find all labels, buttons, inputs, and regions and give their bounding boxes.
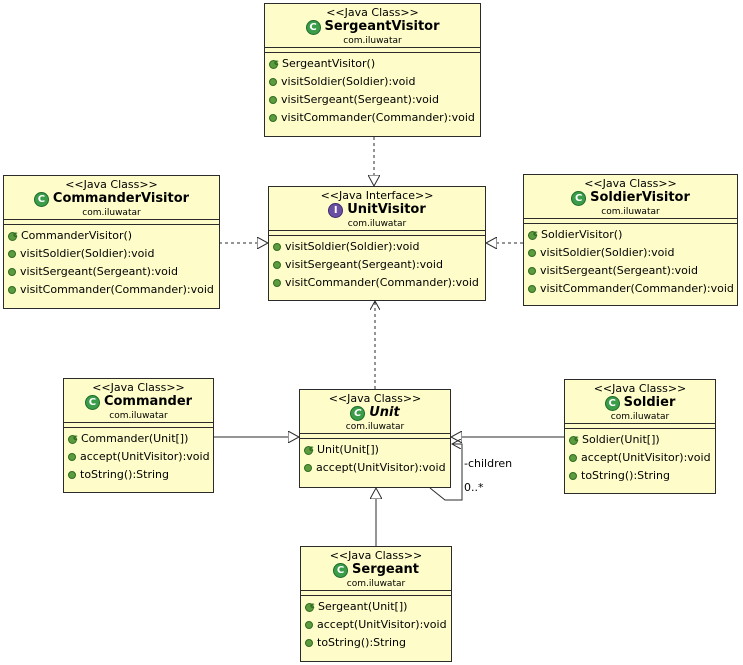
class-name: C Sergeant xyxy=(301,562,451,578)
public-method-icon xyxy=(269,114,277,122)
stereotype: <<Java Class>> xyxy=(328,392,422,405)
method: visitCommander(Commander):void xyxy=(528,280,737,298)
public-method-icon xyxy=(68,471,76,479)
class-name: C Soldier xyxy=(565,395,715,411)
package-name: com.iluwatar xyxy=(346,579,406,589)
stereotype: <<Java Interface>> xyxy=(320,189,434,202)
class-name: C SergeantVisitor xyxy=(265,19,480,35)
class-icon: C xyxy=(84,394,100,410)
soldier-class[interactable]: <<Java Class>> C Soldier com.iluwatar So… xyxy=(564,379,716,494)
association-role-label: -children xyxy=(464,457,513,470)
constructor-icon xyxy=(305,597,315,615)
public-method-icon xyxy=(8,268,16,276)
constructor-icon xyxy=(528,225,538,243)
stereotype: <<Java Class>> xyxy=(593,382,687,395)
method: visitSergeant(Sergeant):void xyxy=(273,256,485,274)
public-method-icon xyxy=(304,464,312,472)
class-name: C Unit xyxy=(300,405,450,421)
sergeant-visitor-class[interactable]: <<Java Class>> C SergeantVisitor com.ilu… xyxy=(264,3,481,137)
public-method-icon xyxy=(305,621,313,629)
class-icon: C xyxy=(571,190,587,206)
interface-name: I UnitVisitor xyxy=(269,202,485,218)
class-icon: C xyxy=(33,191,49,207)
method: visitSoldier(Soldier):void xyxy=(528,244,737,262)
class-name: C SoldierVisitor xyxy=(524,190,737,206)
package-name: com.iluwatar xyxy=(610,412,670,422)
method: visitSergeant(Sergeant):void xyxy=(528,262,737,280)
stereotype: <<Java Class>> xyxy=(65,178,158,191)
public-method-icon xyxy=(269,96,277,104)
method: accept(UnitVisitor):void xyxy=(304,459,450,477)
stereotype: <<Java Class>> xyxy=(584,177,677,190)
sergeant-class[interactable]: <<Java Class>> C Sergeant com.iluwatar S… xyxy=(300,546,452,662)
constructor: SoldierVisitor() xyxy=(528,225,737,244)
constructor: Unit(Unit[]) xyxy=(304,440,450,459)
public-method-icon xyxy=(528,267,536,275)
class-icon: C xyxy=(305,19,321,35)
method: visitSergeant(Sergeant):void xyxy=(8,263,219,281)
package-name: com.iluwatar xyxy=(343,36,402,46)
commander-visitor-class[interactable]: <<Java Class>> C CommanderVisitor com.il… xyxy=(3,175,220,309)
interface-icon: I xyxy=(328,202,344,218)
stereotype: <<Java Class>> xyxy=(326,6,419,19)
public-method-icon xyxy=(8,250,16,258)
package-name: com.iluwatar xyxy=(82,208,141,218)
class-icon: C xyxy=(333,562,349,578)
unit-visitor-interface[interactable]: <<Java Interface>> I UnitVisitor com.ilu… xyxy=(268,186,486,301)
method: toString():String xyxy=(305,634,451,652)
constructor-icon xyxy=(569,430,579,448)
method: visitSoldier(Soldier):void xyxy=(269,73,480,91)
unit-abstract-class[interactable]: <<Java Class>> C Unit com.iluwatar Unit(… xyxy=(299,389,451,488)
constructor-icon xyxy=(68,429,78,447)
method: toString():String xyxy=(569,467,715,485)
class-name: C CommanderVisitor xyxy=(4,191,219,207)
class-icon: C xyxy=(604,395,620,411)
stereotype: <<Java Class>> xyxy=(329,549,423,562)
constructor: Soldier(Unit[]) xyxy=(569,430,715,449)
public-method-icon xyxy=(569,472,577,480)
constructor-icon xyxy=(8,226,18,244)
public-method-icon xyxy=(569,454,577,462)
constructor-icon xyxy=(269,54,279,72)
method: visitCommander(Commander):void xyxy=(8,281,219,299)
constructor-icon xyxy=(304,440,314,458)
constructor: CommanderVisitor() xyxy=(8,226,219,245)
stereotype: <<Java Class>> xyxy=(92,381,185,394)
public-method-icon xyxy=(8,286,16,294)
constructor: Commander(Unit[]) xyxy=(68,429,213,448)
method: accept(UnitVisitor):void xyxy=(305,616,451,634)
association-multiplicity-label: 0..* xyxy=(464,481,484,494)
method: accept(UnitVisitor):void xyxy=(569,449,715,467)
package-name: com.iluwatar xyxy=(601,207,660,217)
public-method-icon xyxy=(68,453,76,461)
package-name: com.iluwatar xyxy=(109,411,168,421)
public-method-icon xyxy=(305,639,313,647)
soldier-visitor-class[interactable]: <<Java Class>> C SoldierVisitor com.iluw… xyxy=(523,174,738,306)
public-method-icon xyxy=(273,243,281,251)
method: visitSoldier(Soldier):void xyxy=(273,238,485,256)
commander-class[interactable]: <<Java Class>> C Commander com.iluwatar … xyxy=(63,378,214,493)
abstract-class-icon: C xyxy=(350,405,366,421)
method: visitCommander(Commander):void xyxy=(269,109,480,127)
method: visitCommander(Commander):void xyxy=(273,274,485,292)
public-method-icon xyxy=(273,261,281,269)
method: visitSoldier(Soldier):void xyxy=(8,245,219,263)
package-name: com.iluwatar xyxy=(345,422,405,432)
unit-children-association xyxy=(429,444,463,501)
public-method-icon xyxy=(273,279,281,287)
class-name: C Commander xyxy=(64,394,213,410)
method: toString():String xyxy=(68,466,213,484)
method: accept(UnitVisitor):void xyxy=(68,448,213,466)
constructor: SergeantVisitor() xyxy=(269,54,480,73)
method: visitSergeant(Sergeant):void xyxy=(269,91,480,109)
package-name: com.iluwatar xyxy=(347,219,407,229)
constructor: Sergeant(Unit[]) xyxy=(305,597,451,616)
public-method-icon xyxy=(528,249,536,257)
public-method-icon xyxy=(269,78,277,86)
public-method-icon xyxy=(528,285,536,293)
